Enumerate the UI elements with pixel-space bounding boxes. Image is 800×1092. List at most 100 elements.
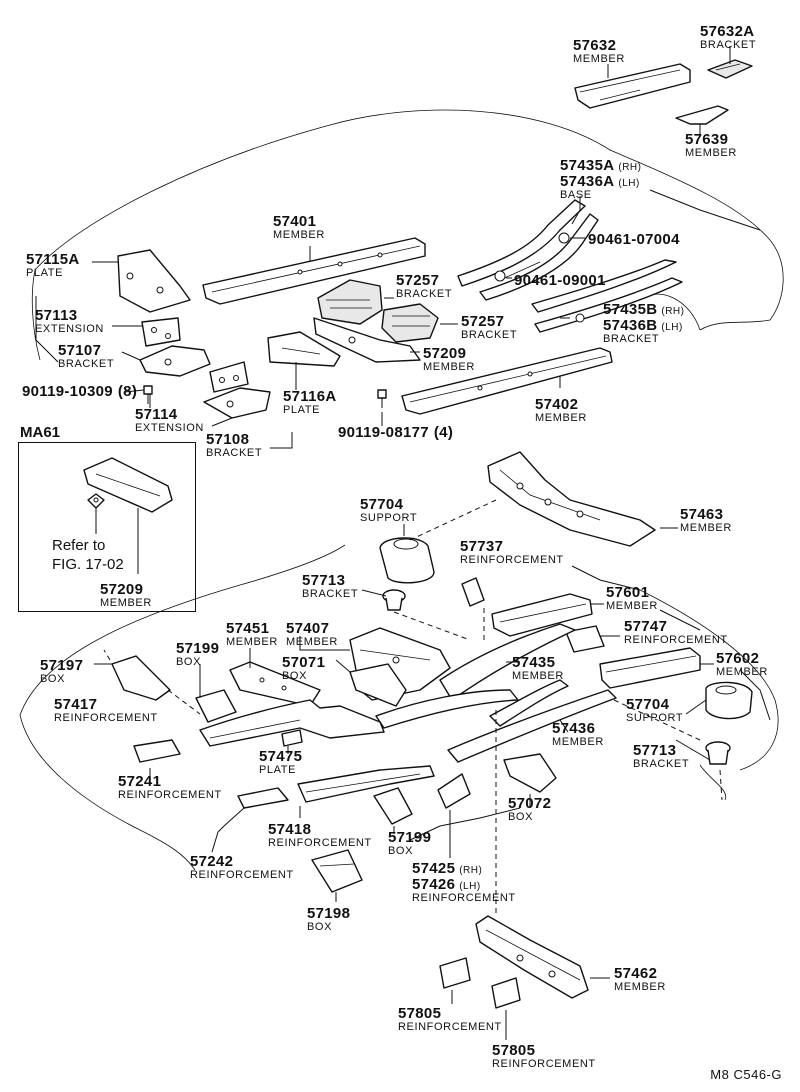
inset-part-57209: [83, 457, 173, 513]
bolt-90119-08177: [377, 389, 387, 408]
part-number: 57108: [206, 431, 250, 448]
part-name: BASE: [560, 189, 592, 201]
part-number: 57463: [680, 506, 724, 523]
part-number: 57107: [58, 342, 102, 359]
part-57108-bracket: [203, 387, 271, 419]
part-57463-member: [487, 451, 656, 547]
body-outline-lower: [19, 544, 346, 716]
part-number: 57197: [40, 657, 84, 674]
part-number: 57402: [535, 396, 579, 413]
part-number: 90119-10309(8): [22, 383, 138, 400]
part-57632-member: [574, 63, 691, 109]
bolt-90461-07004: [558, 232, 570, 244]
part-57257-bracket-upper: [317, 279, 383, 325]
inset-title: MA61: [20, 424, 61, 441]
part-number: 57704: [360, 496, 404, 513]
part-name: REINFORCEMENT: [624, 634, 728, 646]
part-name: BOX: [282, 670, 308, 682]
part-57199-box-upper: [195, 689, 237, 723]
part-name: SUPPORT: [626, 712, 684, 724]
bolt-90119-10309: [143, 385, 153, 404]
part-name: BOX: [307, 921, 333, 933]
part-name: MEMBER: [535, 412, 587, 424]
part-name: BRACKET: [206, 447, 263, 459]
part-57805-reinforcement-left: [439, 957, 471, 989]
part-57197-box: [111, 655, 171, 701]
side-indicator: (RH): [661, 306, 685, 317]
part-number: 57115A: [26, 251, 80, 268]
part-57713-bracket-lower: [705, 741, 731, 765]
part-name: REINFORCEMENT: [398, 1021, 502, 1033]
part-number: 57435A(RH): [560, 157, 642, 174]
part-57462-member: [475, 915, 589, 999]
part-number: 57805: [398, 1005, 442, 1022]
label-p57436b: 57436B(LH)BRACKET: [603, 318, 683, 345]
figure-code: M8 C546-G: [710, 1067, 782, 1082]
part-57639-member: [675, 105, 729, 125]
part-number: 57199: [388, 829, 432, 846]
part-57115a-plate: [117, 249, 191, 313]
inset-box: [18, 442, 196, 612]
part-number: 57462: [614, 965, 658, 982]
part-57402-member: [401, 347, 613, 415]
part-number: 57451: [226, 620, 270, 637]
part-number: 57242: [190, 853, 234, 870]
part-number: 57632A: [700, 23, 755, 40]
part-name: BOX: [176, 656, 202, 668]
part-name: BRACKET: [603, 333, 660, 345]
inset-ref-line1: Refer to: [52, 537, 106, 554]
part-57417-reinforcement: [199, 699, 385, 747]
part-name: MEMBER: [423, 361, 475, 373]
inset-reference: Refer to FIG. 17-02: [52, 537, 124, 575]
part-57704-support-lower: [705, 681, 753, 720]
part-number: 57257: [461, 313, 505, 330]
side-indicator: (LH): [459, 881, 481, 892]
label-p90119b: 90119-08177(4): [338, 425, 453, 440]
label-p57425: 57425(RH): [412, 861, 482, 876]
part-57451-member: [229, 661, 321, 707]
part-57257-bracket-lower: [381, 303, 439, 343]
part-number: 57737: [460, 538, 504, 555]
part-number: 90461-07004: [588, 231, 680, 248]
part-number: 57475: [259, 748, 303, 765]
inset-ref-line2: FIG. 17-02: [52, 555, 124, 573]
part-number: 57071: [282, 654, 326, 671]
part-name: EXTENSION: [135, 422, 204, 434]
part-name: SUPPORT: [360, 512, 418, 524]
part-57241-reinforcement: [133, 739, 181, 763]
part-57071-box: [349, 663, 407, 707]
bolt-90461-09001: [494, 270, 506, 282]
label-p57426: 57426(LH)REINFORCEMENT: [412, 877, 516, 904]
part-number: 57209: [423, 345, 467, 362]
part-number: 57435: [512, 654, 556, 671]
part-57475-plate: [281, 729, 303, 747]
part-name: MEMBER: [226, 636, 278, 648]
part-number: 90461-09001: [514, 272, 606, 289]
part-57113-extension: [141, 317, 181, 347]
part-name: BRACKET: [396, 288, 453, 300]
label-p57435a: 57435A(RH): [560, 158, 641, 173]
part-number: 57639: [685, 131, 729, 148]
part-name: MEMBER: [100, 597, 152, 609]
part-name: MEMBER: [614, 981, 666, 993]
part-number: 57426(LH): [412, 876, 481, 893]
part-number: 57436: [552, 720, 596, 737]
part-name: REINFORCEMENT: [460, 554, 564, 566]
part-57418-reinforcement: [297, 765, 435, 803]
